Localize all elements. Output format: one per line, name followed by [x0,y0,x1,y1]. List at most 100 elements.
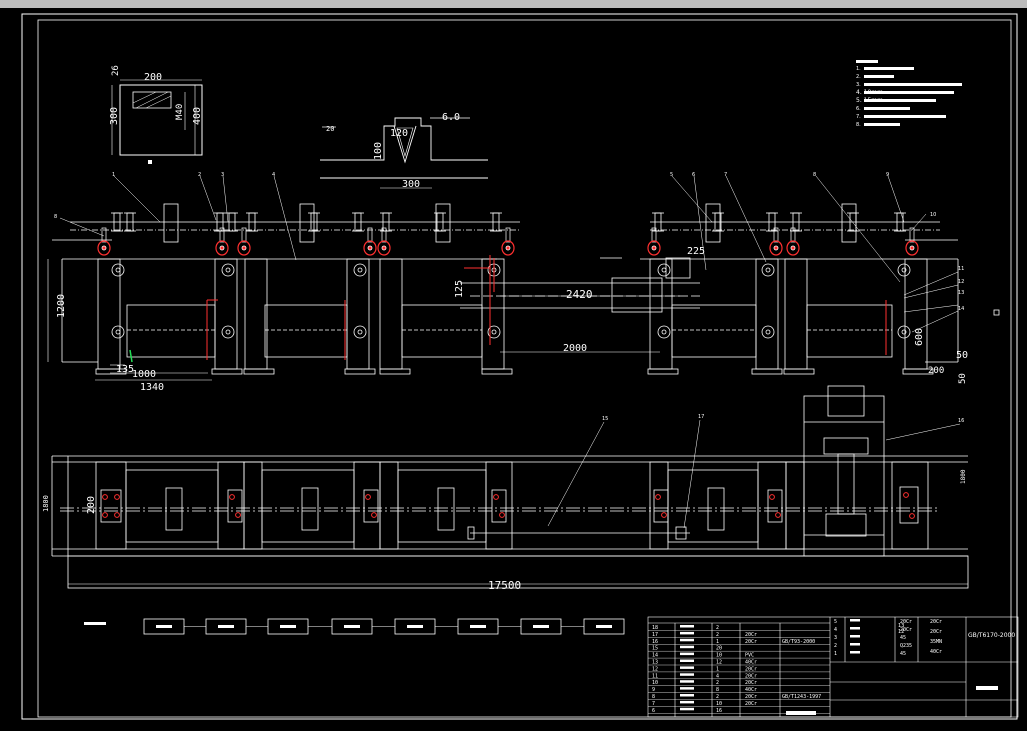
flow-label-mark [84,622,106,625]
elevation-dimensions: 1200 135 1000 1340 2420 125 225 2000 600… [47,246,1000,393]
bom-right-material: 20Cr [900,619,912,625]
dim-600: 600 [914,328,925,346]
plan-callouts [547,419,961,529]
bom-qty: 12 [716,660,722,666]
weld-dim-100: 100 [373,142,384,160]
flow-step-glyph [218,625,234,628]
bom-material: 40Cr [745,660,757,666]
bom-number: 11 [652,673,658,679]
beam-dim-200: 200 [144,72,162,83]
bom-number: 12 [652,666,658,672]
beam-dim-m40: M40 [175,104,185,120]
bom-right-material: 20Cr [900,627,912,633]
callout-8: 8 [813,172,816,178]
bom-name-glyph [680,638,694,642]
dim-125: 125 [454,280,465,298]
bom-qty: 1 [716,639,719,645]
dim-1340: 1340 [140,382,164,393]
sheet-outer-border [21,13,1018,720]
bom-right-spec: 40Cr [930,649,942,655]
note-3: 3. [856,82,861,88]
bom-qty: 2 [716,625,719,631]
bom-number: 16 [652,639,658,645]
bom-right-glyph [850,635,860,638]
bom-name-glyph [680,700,694,704]
bom-right-material: Q235 [900,643,912,649]
bom-material: 20Cr [745,639,757,645]
bom-number: 15 [652,646,658,652]
flow-step-glyph [280,625,296,628]
callout-6: 6 [692,172,695,178]
bom-standard: GB/T1243-1997 [782,694,821,700]
dim-135: 135 [116,364,134,375]
bom-material: 20Cr [745,701,757,707]
plan-dim-1800-right: 1800 [960,469,967,484]
callout-3: 3 [221,172,224,178]
note-1: 1. [856,66,861,72]
dim-200: 200 [928,366,944,376]
beam-section-detail[interactable]: 26 200 300 M40 400 [109,65,203,164]
ref-std: GB/T6170-2000 [968,632,1015,639]
callout-8-left: 8 [54,214,57,220]
callout-9: 9 [886,172,889,178]
bom-right-material: 45 [900,651,906,657]
front-elevation-view[interactable] [52,203,959,375]
bom-qty: 8 [716,687,719,693]
callout-11: 11 [958,266,964,272]
bom-standard: GB/T93-2000 [782,639,815,645]
bom-number: 6 [652,708,655,714]
bom-material: 20Cr [745,680,757,686]
dim-1000: 1000 [132,369,156,380]
flow-step-glyph [596,625,612,628]
title-block[interactable] [647,616,1019,718]
bom-number: 8 [652,694,655,700]
bom-qty: 16 [716,708,722,714]
bom-right-spec: 20Cr [930,619,942,625]
status-bar-text [4,722,124,731]
callout-4: 4 [272,172,275,178]
plan-dim-17500: 17500 [488,579,521,592]
bom-name-glyph [680,625,694,628]
bom-name-glyph [680,659,694,662]
bom-right-number: 5 [834,619,837,625]
flow-step-glyph [344,625,360,628]
bom-material: 20Cr [745,673,757,679]
bom-right-glyph [850,651,860,654]
bom-qty: 4 [716,673,719,679]
bom-number: 14 [652,653,658,659]
bom-right-number: 3 [834,635,837,641]
bom-name-glyph [680,687,694,690]
bom-qty: 1 [716,666,719,672]
callout-14: 14 [958,306,964,312]
bom-qty: 10 [716,653,722,659]
dim-2000: 2000 [563,343,587,354]
plan-dim-200: 200 [86,496,97,514]
bom-right-number: 2 [834,643,837,649]
flow-step-glyph [407,625,423,628]
beam-dim-300: 300 [109,107,120,125]
bom-qty: 2 [716,694,719,700]
dim-50-a: 50 [956,350,968,361]
weld-dim-300: 300 [402,179,420,190]
bom-right-number: 1 [834,651,837,657]
plan-view[interactable] [51,385,969,589]
bom-number: 13 [652,660,658,666]
bom-name-glyph [680,666,694,669]
process-flow[interactable] [84,618,625,635]
bom-right-glyph [850,619,860,622]
bom-name-glyph [680,673,694,676]
weld-section-detail[interactable]: 20 6.0 120 100 300 [320,112,488,190]
callout-13: 13 [958,290,964,296]
bom-qty: 2 [716,632,719,638]
callout-10: 10 [930,212,936,218]
title-block-info: GB/T6170-2000 12 13 [898,623,1015,690]
bom-material: 20Cr [745,694,757,700]
bom-number: 7 [652,701,655,707]
bom-name-glyph [680,652,694,656]
callout-12: 12 [958,279,964,285]
bom-right-material: 45 [900,635,906,641]
bom-material: 40Cr [745,687,757,693]
bom-name-glyph [680,707,694,711]
